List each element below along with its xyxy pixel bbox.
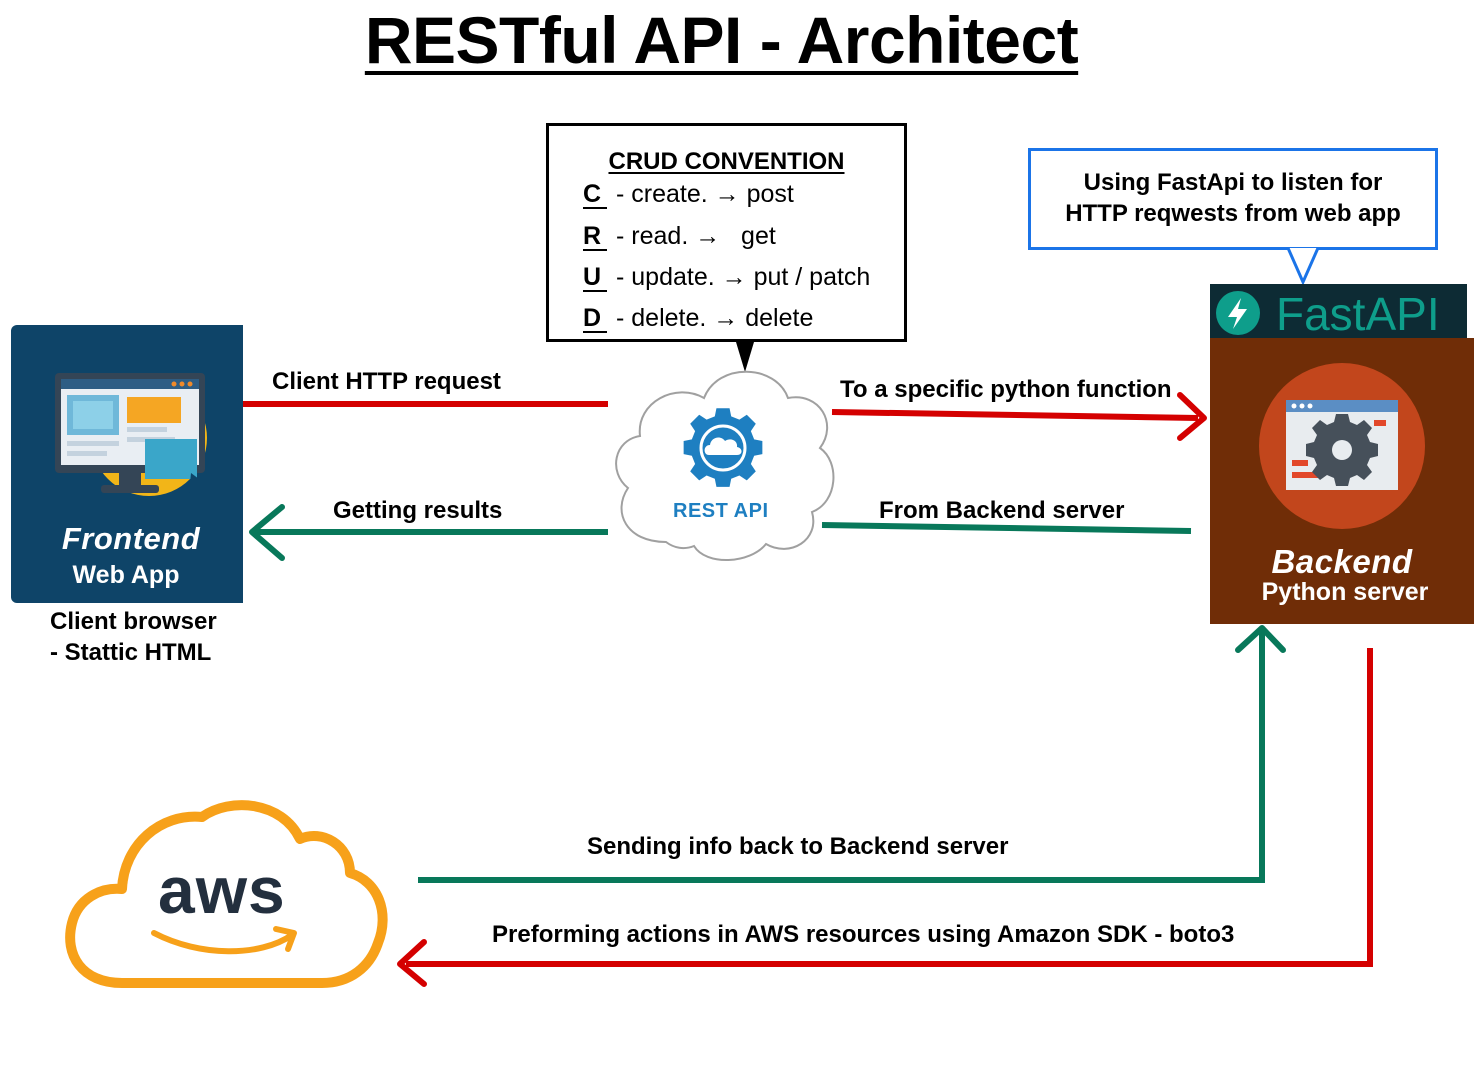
- crud-text: - read. → get: [609, 222, 776, 250]
- frontend-title: Frontend: [61, 521, 201, 556]
- callout-line-1: Using FastApi to listen for: [1083, 169, 1383, 196]
- frontend-panel: Frontend Web App: [11, 325, 243, 603]
- crud-text: - delete. → delete: [609, 304, 814, 332]
- crud-row-create: C - create. → post: [583, 180, 794, 209]
- fastapi-logo-text: FastAPI: [1276, 288, 1440, 340]
- frontend-caption-line-1: Client browser: [50, 608, 217, 635]
- monitor-icon: [55, 373, 207, 497]
- backend-subtitle: Python server: [1261, 578, 1429, 606]
- getting-results-arrow: [249, 504, 608, 561]
- callout-line-2: HTTP reqwests from web app: [1065, 200, 1401, 227]
- server-gear-icon: [1259, 363, 1425, 529]
- fastapi-callout: Using FastApi to listen for HTTP reqwest…: [1028, 148, 1438, 250]
- crud-row-delete: D - delete. → delete: [583, 304, 813, 333]
- diagram-title: RESTful API - Architect: [364, 3, 1079, 77]
- aws-cloud-icon: [65, 800, 388, 988]
- frontend-subtitle: Web App: [72, 561, 180, 589]
- callout-pointer: [1286, 247, 1320, 286]
- gear-cloud-icon: [683, 408, 763, 487]
- rest-api-label: REST API: [673, 500, 769, 522]
- crud-letter: C: [583, 181, 608, 209]
- backend-panel: Backend Python server: [1210, 338, 1474, 624]
- crud-convention-box: CRUD CONVENTION C - create. → post R - r…: [546, 123, 907, 342]
- crud-text: - create. → post: [609, 180, 794, 208]
- to-function-label: To a specific python function: [840, 376, 1172, 403]
- aws-logo-text: aws: [158, 853, 286, 927]
- frontend-caption-line-2: - Stattic HTML: [50, 639, 212, 666]
- getting-results-label: Getting results: [333, 497, 503, 524]
- crud-text: - update. → put / patch: [609, 263, 871, 291]
- from-backend-arrow: [821, 522, 1192, 534]
- to-function-arrow: [831, 392, 1207, 441]
- crud-letter: R: [583, 223, 608, 251]
- performing-actions-arrow: [397, 648, 1373, 987]
- frontend-caption: Client browser - Stattic HTML: [50, 606, 217, 668]
- backend-title: Backend: [1271, 543, 1413, 580]
- performing-actions-label: Preforming actions in AWS resources usin…: [492, 921, 1235, 948]
- crud-row-read: R - read. → get: [583, 222, 776, 251]
- crud-letter: D: [583, 305, 608, 333]
- client-request-label: Client HTTP request: [272, 368, 501, 395]
- fastapi-bolt-icon: [1216, 291, 1260, 335]
- from-backend-label: From Backend server: [879, 497, 1125, 524]
- sending-back-arrow: [418, 625, 1286, 883]
- crud-row-update: U - update. → put / patch: [583, 263, 870, 292]
- crud-heading: CRUD CONVENTION: [608, 148, 845, 175]
- crud-letter: U: [583, 264, 608, 292]
- rest-api-cloud-icon: [615, 370, 835, 561]
- sending-back-label: Sending info back to Backend server: [587, 833, 1009, 860]
- crud-pointer: [736, 342, 754, 372]
